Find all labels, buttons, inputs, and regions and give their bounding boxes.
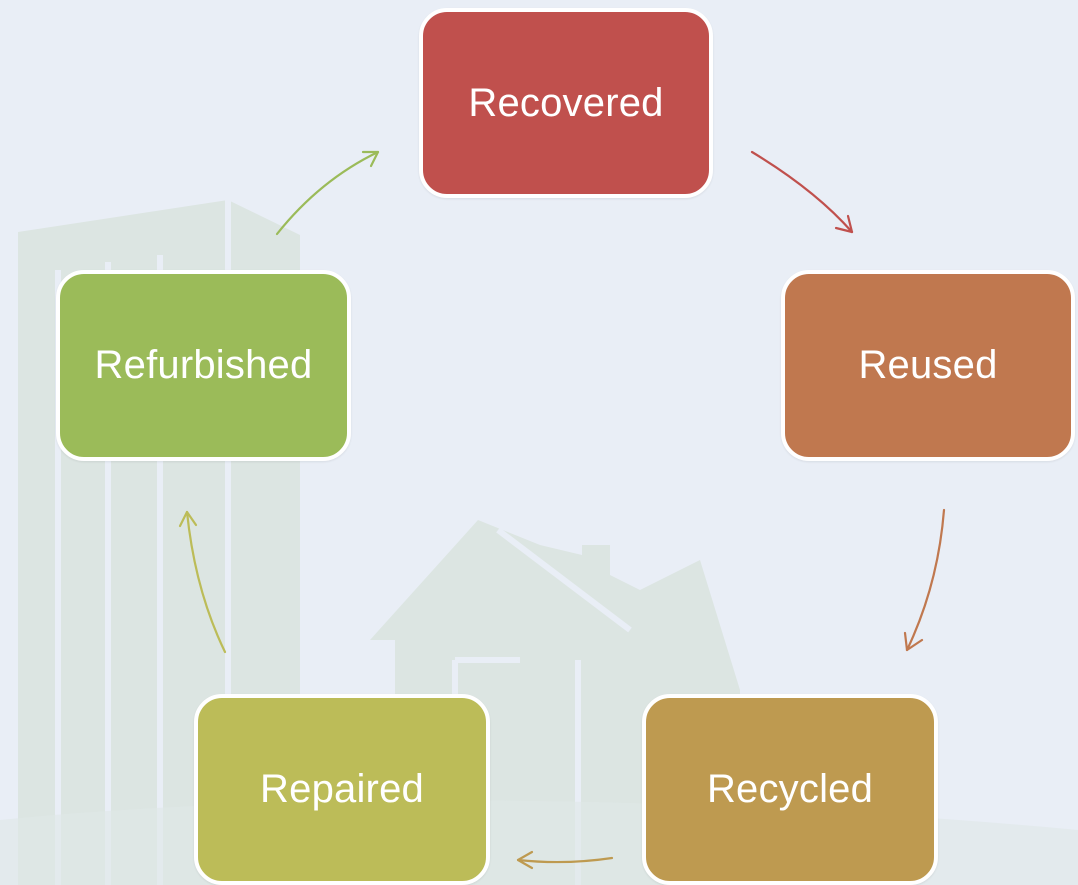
node-recovered-label: Recovered (468, 80, 664, 125)
node-repaired-label: Repaired (260, 767, 424, 811)
arrow-reused-to-recycled (903, 508, 946, 652)
arrow-refurbished-to-recovered (275, 150, 380, 236)
node-refurbished-label: Refurbished (94, 343, 313, 387)
node-recycled: Recycled (642, 694, 938, 885)
node-repaired: Repaired (194, 694, 490, 885)
node-refurbished: Refurbished (56, 270, 351, 461)
arrow-repaired-to-refurbished (178, 510, 227, 654)
arrow-recovered-to-reused (750, 150, 854, 234)
node-recycled-label: Recycled (706, 767, 874, 811)
node-reused: Reused (781, 270, 1075, 461)
node-reused-label: Reused (858, 343, 998, 387)
node-recovered: Recovered (419, 8, 713, 198)
arrow-recycled-to-repaired (516, 850, 614, 870)
